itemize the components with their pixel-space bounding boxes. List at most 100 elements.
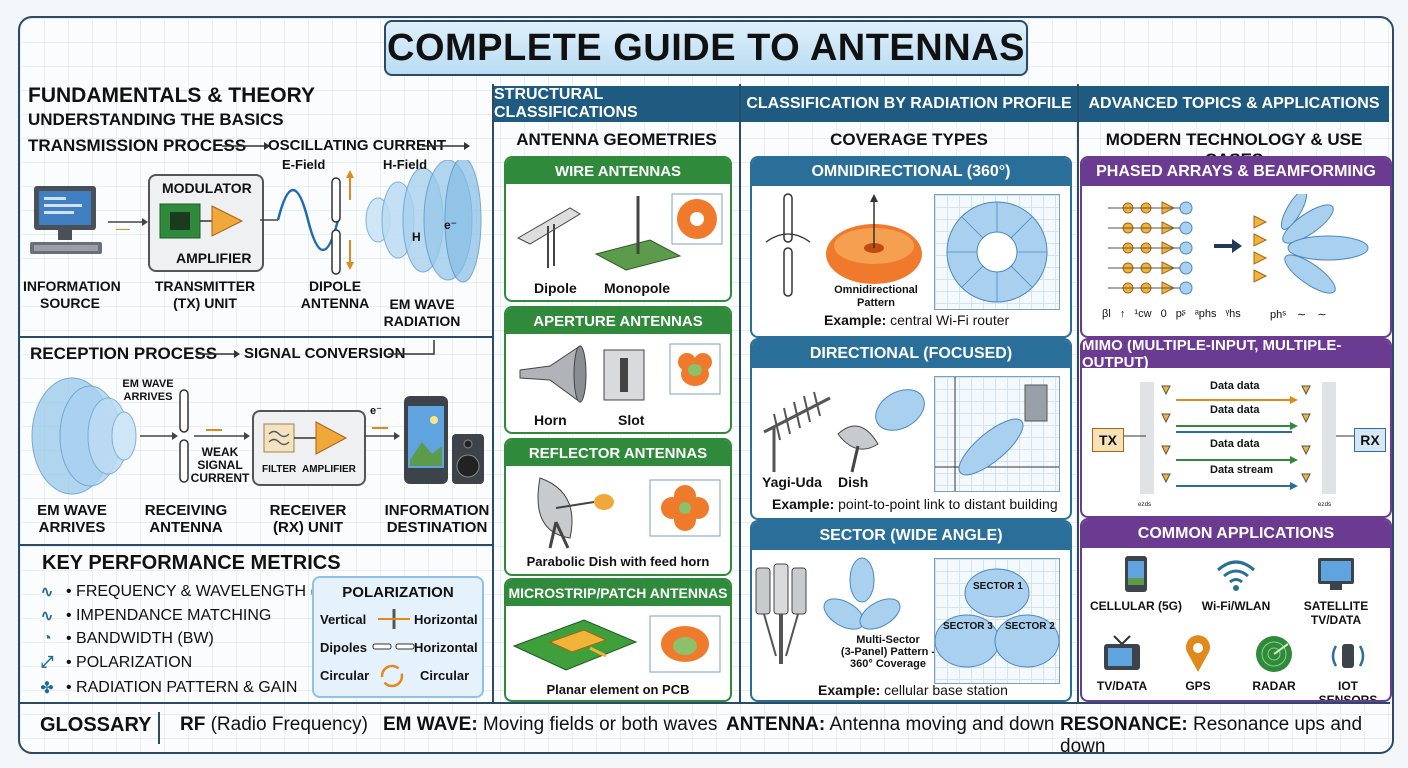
sector-pattern-label: Multi-Sector(3-Panel) Pattern -360° Cove…	[840, 634, 936, 670]
amplifier-label: AMPLIFIER	[176, 250, 252, 266]
rx-box: RX	[1354, 428, 1386, 452]
polarization-box: POLARIZATION Vertical Horizontal Dipoles…	[312, 576, 484, 698]
sector-title: SECTOR (WIDE ANGLE)	[752, 522, 1070, 550]
directional-card: DIRECTIONAL (FOCUSED) Yagi-Uda Dish Exam…	[750, 338, 1072, 520]
metric-item: ∿• FREQUENCY & WAVELENGTH (λ)	[36, 582, 329, 602]
mimo-card: MIMO (MULTIPLE-INPUT, MULTIPLE-OUTPUT) T…	[1080, 338, 1392, 518]
wire-antennas-illustration	[516, 193, 723, 271]
tx-box: TX	[1092, 428, 1124, 452]
radiation-lobe-icon: ✤	[40, 680, 54, 697]
em-wave-arrives-top-label: EM WAVE ARRIVES	[122, 378, 174, 403]
wire-antennas-card: WIRE ANTENNAS Dipole Monopole	[504, 156, 732, 302]
omni-illustration	[765, 193, 922, 297]
polarization-cross-icon	[378, 609, 410, 629]
rx-electron-label: e⁻	[370, 405, 382, 417]
diagonal-arrows-icon: ⤢	[40, 654, 54, 671]
reception-title: RECEPTION PROCESS	[30, 344, 218, 363]
arrow-right-icon	[196, 350, 240, 358]
omni-title: OMNIDIRECTIONAL (360°)	[752, 158, 1070, 186]
directional-lobe-icon	[935, 377, 1059, 491]
monopole-label: Monopole	[604, 280, 671, 296]
rx-unit-label: RECEIVER (RX) UNIT	[269, 502, 347, 536]
mimo-stream-1: Data data	[1210, 380, 1260, 392]
gauge-icon: ◔	[42, 630, 52, 647]
title-banner: COMPLETE GUIDE TO ANTENNAS	[384, 20, 1028, 76]
advanced-header: ADVANCED TOPICS & APPLICATIONS	[1079, 86, 1389, 122]
horizontal-dipole-icon	[372, 643, 415, 650]
computer-icon	[30, 186, 102, 254]
app-item-tv: TV/DATA	[1084, 634, 1160, 693]
polarization-dipoles: Dipoles	[320, 640, 367, 655]
sector-card: SECTOR (WIDE ANGLE) Multi-Sector(3-Panel…	[750, 520, 1072, 702]
mimo-stream-3: Data data	[1210, 438, 1260, 450]
glossary-title: GLOSSARY	[40, 714, 152, 736]
filter-amplifier-icon	[263, 421, 348, 455]
column-divider	[492, 84, 494, 704]
fundamentals-subheading: UNDERSTANDING THE BASICS	[28, 110, 284, 129]
receiving-antenna-label: RECEIVING ANTENNA	[144, 502, 228, 536]
reflector-caption: Parabolic Dish with feed horn	[526, 554, 710, 569]
satellite-tv-icon	[1318, 558, 1354, 590]
microstrip-illustration	[512, 615, 721, 673]
sector-illustration	[755, 557, 901, 664]
phased-title: PHASED ARRAYS & BEAMFORMING	[1082, 158, 1390, 186]
structural-header: STRUCTURAL CLASSIFICATIONS	[494, 86, 739, 122]
em-wave-radiation-label: EM WAVE RADIATION	[383, 296, 461, 329]
sector-1-label: SECTOR 1	[973, 581, 1023, 592]
section-divider	[18, 336, 492, 338]
sine-wave-icon: ∿	[40, 584, 54, 601]
dipole-antenna-label: DIPOLE ANTENNA	[300, 278, 370, 311]
tv-icon	[1104, 635, 1140, 670]
em-wave-arrives-label: EM WAVE ARRIVES	[37, 502, 107, 536]
microstrip-caption: Planar element on PCB	[546, 682, 690, 697]
aperture-antennas-illustration	[519, 343, 721, 403]
receive-wave-diagram	[31, 377, 189, 495]
phased-arrays-card: PHASED ARRAYS & BEAMFORMING βl ↑ ¹cw 0 p…	[1080, 156, 1392, 338]
omni-pattern-plot	[934, 194, 1060, 310]
mimo-foot-right: ᵉᶻᵈˢ	[1318, 500, 1332, 510]
polarization-circular-2: Circular	[420, 668, 470, 683]
metric-item: ⤢• POLARIZATION	[36, 654, 193, 672]
dipole-label: Dipole	[534, 280, 577, 296]
metric-item: ✤• RADIATION PATTERN & GAIN	[36, 678, 297, 698]
glossary-item-rf: RF (Radio Frequency)	[180, 714, 368, 735]
app-item-wifi: Wi-Fi/WLAN	[1186, 554, 1286, 613]
modulator-label: MODULATOR	[162, 180, 252, 196]
radiation-subheader: COVERAGE TYPES	[830, 130, 988, 149]
mimo-title: MIMO (MULTIPLE-INPUT, MULTIPLE-OUTPUT)	[1082, 340, 1390, 371]
e-field-label: E-Field	[282, 157, 326, 172]
metric-item: ◔• BANDWIDTH (BW)	[36, 630, 214, 648]
applications-card: COMMON APPLICATIONS CELLULAR (5G) Wi-Fi/…	[1080, 518, 1392, 702]
directional-title: DIRECTIONAL (FOCUSED)	[752, 340, 1070, 368]
mimo-stream-2: Data data	[1210, 404, 1260, 416]
filter-label: FILTER	[262, 464, 297, 475]
receiver-unit-box: FILTER AMPLIFIER	[252, 410, 366, 486]
sector-example: Example: cellular base station	[818, 682, 1008, 698]
oscillating-current-label: OSCILLATING CURRENT	[268, 137, 447, 154]
wifi-icon	[1217, 560, 1255, 591]
signal-conversion-label: SIGNAL CONVERSION	[244, 345, 406, 362]
directional-illustration	[763, 389, 925, 473]
structural-subheader: ANTENNA GEOMETRIES	[516, 130, 717, 149]
polarization-horizontal: Horizontal	[414, 612, 478, 627]
modulator-chip-icon	[159, 203, 244, 239]
wire-antennas-title: WIRE ANTENNAS	[506, 158, 730, 184]
polarization-vertical: Vertical	[320, 612, 367, 627]
information-source-label: INFORMATION SOURCE	[23, 278, 121, 311]
glossary-item-antenna: ANTENNA: Antenna moving and down	[726, 714, 1055, 735]
gps-pin-icon	[1186, 635, 1210, 672]
microstrip-antennas-card: MICROSTRIP/PATCH ANTENNAS Planar element…	[504, 578, 732, 702]
microstrip-antennas-title: MICROSTRIP/PATCH ANTENNAS	[506, 580, 730, 606]
mimo-illustration	[1124, 382, 1354, 494]
phased-axis-right: phˢ ∼ ∼	[1270, 309, 1327, 321]
omni-example: Example: central Wi-Fi router	[824, 312, 1010, 328]
app-item-cellular: CELLULAR (5G)	[1086, 554, 1186, 613]
horn-label: Horn	[534, 412, 567, 428]
electron-label: e⁻	[444, 218, 458, 232]
aperture-antennas-title: APERTURE ANTENNAS	[506, 308, 730, 334]
sector-2-label: SECTOR 2	[1005, 621, 1055, 632]
polarization-title: POLARIZATION	[342, 584, 454, 601]
transmit-wave-diagram	[260, 160, 482, 283]
